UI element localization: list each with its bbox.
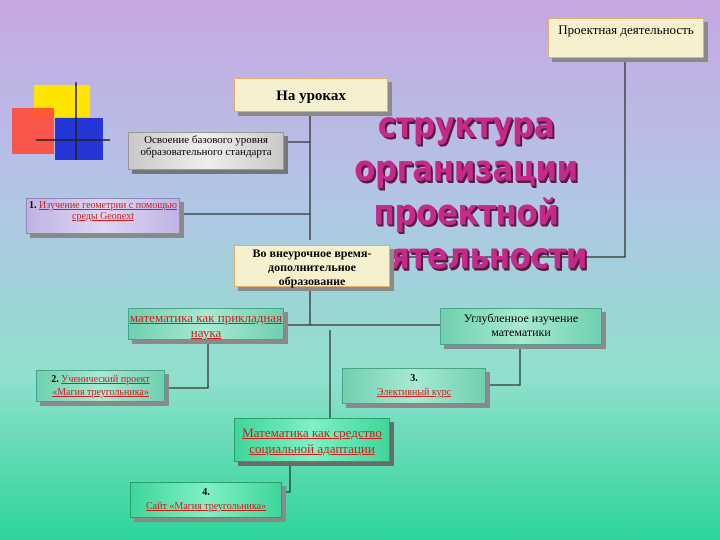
node-student-project: 2. Ученический проект «Магия треугольник… [36, 370, 165, 402]
node-extracurricular-label: Во внеурочное время- дополнительное обра… [252, 246, 372, 288]
node-project-activity-label: Проектная деятельность [558, 22, 694, 37]
node-student-project-link[interactable]: Ученический проект «Магия треугольника» [52, 374, 150, 398]
node-elective: 3. Элективный курс [342, 368, 486, 404]
node-site-number: 4. [202, 487, 210, 498]
node-basic-level-label: Освоение базового уровня образовательног… [140, 134, 272, 158]
node-geometry: 1. Изучение геометрии с помощью среды Ge… [26, 198, 180, 234]
node-geometry-number: 1. [29, 200, 37, 211]
node-site: 4. Сайт «Магия треугольника» [130, 482, 282, 518]
node-elective-number: 3. [410, 373, 418, 384]
node-math-applied: математика как прикладная наука [128, 308, 284, 340]
node-lessons-label: На уроках [276, 88, 346, 104]
node-lessons: На уроках [234, 78, 388, 112]
node-extracurricular: Во внеурочное время- дополнительное обра… [234, 245, 390, 288]
node-advanced-study: Углубленное изучение математики [440, 308, 602, 345]
node-social-adaptation: Математика как средство социальной адапт… [234, 418, 390, 462]
node-student-project-number: 2. [51, 374, 59, 385]
node-math-applied-link[interactable]: математика как прикладная наука [129, 310, 283, 340]
node-social-adaptation-link[interactable]: Математика как средство социальной адапт… [242, 425, 382, 456]
node-site-link[interactable]: Сайт «Магия треугольника» [145, 501, 266, 512]
decor-logo [12, 82, 110, 160]
node-project-activity: Проектная деятельность [548, 18, 704, 58]
node-elective-link[interactable]: Элективный курс [376, 387, 452, 398]
node-basic-level: Освоение базового уровня образовательног… [128, 132, 284, 170]
node-geometry-link[interactable]: Изучение геометрии с помощью среды Geone… [39, 200, 177, 222]
node-advanced-study-label: Углубленное изучение математики [463, 311, 579, 339]
